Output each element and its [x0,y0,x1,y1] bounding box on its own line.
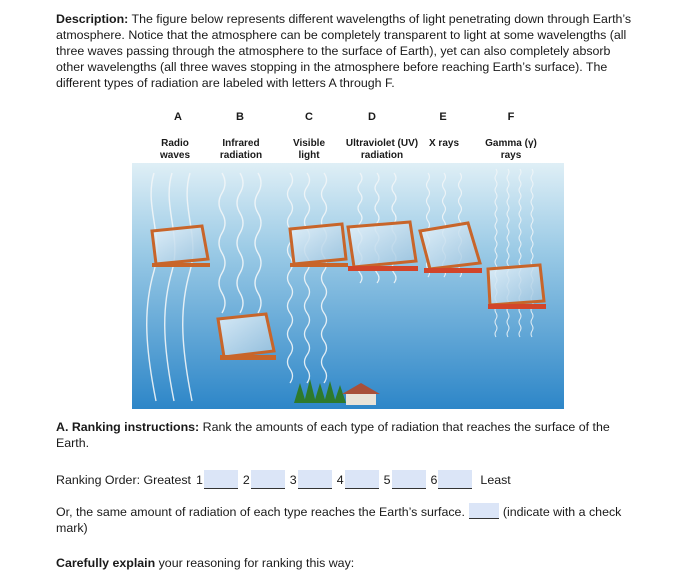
house [342,383,380,405]
label-gamma-rays: Gamma (γ)rays [485,138,537,161]
rank-input-4[interactable] [344,470,379,489]
same-amount-text: Or, the same amount of radiation of each… [56,505,465,519]
rank-slot-5: 5 [379,470,426,489]
explain-label: Carefully explain [56,556,156,570]
rank-slot-1: 1 [191,470,238,489]
panel-radio-upper [150,224,210,267]
description-paragraph: Description: The figure below represents… [56,11,636,91]
letter-a: A [174,111,182,123]
ranking-instructions: A. Ranking instructions: Rank the amount… [56,419,636,451]
rank-slot-2: 2 [238,470,285,489]
radio-waves [146,172,194,402]
letter-c: C [305,111,313,123]
panel-visible-upper [288,222,348,267]
same-amount-checkbox[interactable] [468,503,499,519]
label-x-rays: X rays [428,138,460,149]
ranking-order-row: Ranking Order: Greatest 1 2 3 4 5 6 Leas… [56,470,511,489]
instructions-text: Rank the amounts of each type of radiati… [56,420,610,450]
rank-input-6[interactable] [438,470,473,489]
same-amount-note: (indicate with a check mark) [56,505,622,535]
rank-input-5[interactable] [391,470,426,489]
ground-trees [294,379,346,403]
rank-input-3[interactable] [297,470,332,489]
rank-input-1[interactable] [203,470,238,489]
rank-slot-4: 4 [332,470,379,489]
same-amount-option: Or, the same amount of radiation of each… [56,503,656,536]
explain-prompt: Carefully explain your reasoning for ran… [56,555,354,571]
letter-d: D [368,111,376,123]
ranking-suffix: Least [480,472,511,487]
panel-x-ray-upper [418,221,482,273]
instructions-label: A. Ranking instructions: [56,420,200,434]
panel-gamma-lower [486,263,546,309]
visible-light-waves [286,172,328,384]
rank-slot-6: 6 [426,470,473,489]
panel-ultraviolet-upper [346,220,418,271]
description-label: Description: [56,12,129,26]
ranking-prefix: Ranking Order: Greatest [56,472,191,487]
infrared-waves [218,172,262,314]
letter-f: F [507,111,515,123]
letter-b: B [236,111,244,123]
rank-slot-3: 3 [285,470,332,489]
atmosphere-illustration [132,163,564,409]
letter-e: E [439,111,447,123]
rank-input-2[interactable] [250,470,285,489]
description-text: The figure below represents different wa… [56,12,632,90]
explain-text: your reasoning for ranking this way: [155,556,355,570]
panel-infrared-lower [216,312,276,360]
label-ultraviolet: Ultraviolet (UV)radiation [345,138,419,161]
